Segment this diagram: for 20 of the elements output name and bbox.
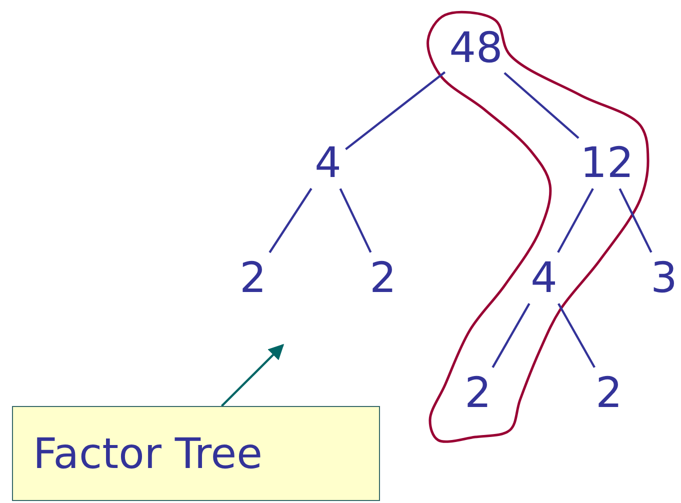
factor-number: 2 — [594, 370, 624, 416]
factor-number: 4 — [528, 255, 560, 301]
tree-branch — [492, 303, 530, 368]
factor-number: 12 — [578, 140, 636, 186]
tree-branch — [504, 72, 580, 139]
factor-number: 3 — [648, 255, 680, 301]
factor-number: 2 — [368, 255, 398, 301]
title-text: Factor Tree — [33, 432, 262, 474]
arrow — [220, 344, 284, 407]
tree-branch — [345, 71, 446, 150]
tree-branch — [557, 188, 594, 253]
factor-number: 2 — [238, 255, 268, 301]
title-card — [12, 406, 380, 501]
tree-branch — [558, 303, 596, 368]
factor-number: 4 — [312, 140, 344, 186]
factor-number: 48 — [447, 25, 505, 71]
tree-branch — [268, 188, 312, 254]
factor-number: 2 — [462, 370, 494, 416]
tree-branch — [339, 188, 372, 253]
tree-branch — [618, 188, 652, 253]
